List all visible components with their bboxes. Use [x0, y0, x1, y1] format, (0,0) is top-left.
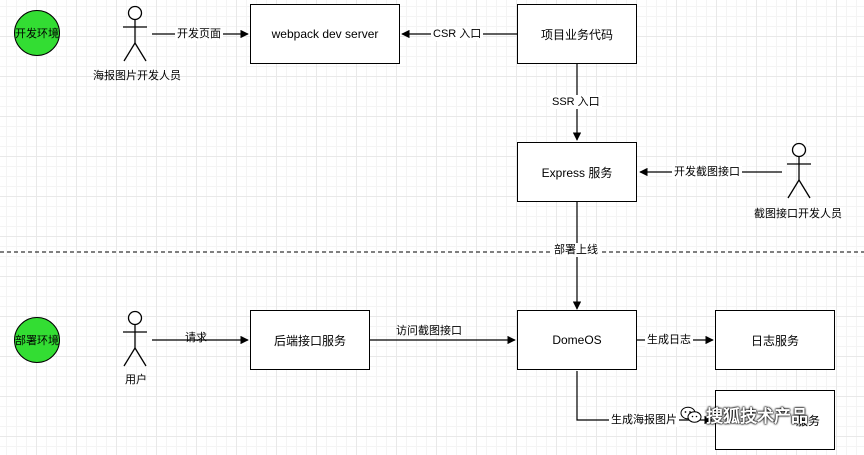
develop-screenshot-api-edge-label: 开发截图接口	[672, 165, 742, 179]
person-icon	[787, 142, 811, 199]
express-service-label: Express 服务	[541, 165, 613, 180]
poster-service-box: 服务	[715, 390, 835, 450]
watermark: 搜狐技术产品	[680, 402, 808, 427]
develop-page-edge-label: 开发页面	[175, 27, 223, 41]
deploy-environment-label: 部署环境	[15, 335, 59, 347]
poster-developer-actor	[118, 5, 152, 70]
wechat-icon	[680, 406, 702, 424]
backend-api-service-box: 后端接口服务	[250, 310, 370, 370]
person-icon	[123, 310, 147, 367]
domeos-label: DomeOS	[552, 333, 602, 347]
watermark-text: 搜狐技术产品	[706, 407, 808, 426]
ssr-entry-edge-label: SSR 入口	[550, 95, 602, 109]
log-service-label: 日志服务	[750, 333, 799, 348]
deploy-online-edge-label: 部署上线	[552, 243, 600, 257]
webpack-dev-server-label: webpack dev server	[271, 27, 379, 41]
webpack-dev-server-box: webpack dev server	[250, 4, 400, 64]
domeos-box: DomeOS	[517, 310, 637, 370]
dev-environment-label: 开发环境	[15, 28, 59, 40]
poster-developer-label: 海报图片开发人员	[93, 70, 181, 82]
csr-entry-edge-label: CSR 入口	[431, 27, 484, 41]
user-actor	[118, 310, 152, 375]
screenshot-developer-label: 截图接口开发人员	[754, 208, 842, 220]
log-service-box: 日志服务	[715, 310, 835, 370]
user-label: 用户	[125, 374, 147, 386]
visit-screenshot-api-edge-label: 访问截图接口	[396, 325, 462, 337]
generate-log-edge-label: 生成日志	[645, 333, 693, 347]
backend-api-service-label: 后端接口服务	[273, 333, 346, 348]
poster-service-label: 服务	[795, 413, 820, 428]
dev-environment-badge: 开发环境	[14, 10, 60, 56]
generate-poster-edge-label: 生成海报图片	[609, 413, 679, 427]
business-code-label: 项目业务代码	[540, 27, 613, 42]
screenshot-developer-actor	[782, 142, 816, 207]
person-icon	[123, 5, 147, 62]
business-code-box: 项目业务代码	[517, 4, 637, 64]
request-edge-label: 请求	[185, 332, 207, 344]
express-service-box: Express 服务	[517, 142, 637, 202]
deploy-environment-badge: 部署环境	[14, 317, 60, 363]
